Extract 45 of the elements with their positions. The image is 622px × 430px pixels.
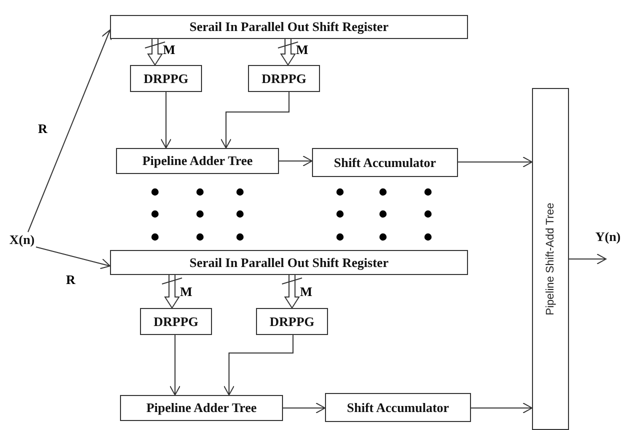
process-box [116,148,279,174]
arrow [224,334,294,396]
block-label: DRPPG [262,70,306,86]
process-box [120,395,283,421]
arrow [568,254,606,264]
signal-label: Y(n) [595,229,621,245]
bus-arrow [280,38,296,66]
process-box [256,308,328,335]
edge-label: M [296,43,308,57]
process-box [248,65,320,92]
arrow [470,402,532,414]
process-box [140,308,212,335]
edge-label: M [180,285,192,299]
edge-label: M [163,43,176,57]
arrow [458,156,532,168]
edge-label: R [66,273,76,287]
arrow [278,156,312,166]
block-label: DRPPG [144,70,188,86]
process-box [312,148,458,177]
arrow [282,402,326,414]
block-label: DRPPG [270,314,314,330]
block-label: Shift Accumulator [346,400,450,416]
bus-arrow [164,274,180,309]
arrow [170,334,180,396]
block-label: Shift Accumulator [334,154,436,170]
arrow [160,92,172,148]
bus-arrow [147,38,163,66]
block-label: Serail In Parallel Out Shift Register [190,254,388,270]
arrow [36,246,110,270]
block-label: DRPPG [154,314,198,330]
process-box [110,15,468,39]
block-label: Serail In Parallel Out Shift Register [190,19,388,35]
block-label: Pipeline Adder Tree [146,400,257,416]
block-label: Pipeline Adder Tree [142,153,253,169]
block-label: Pipeline Shift-Add Tree [544,202,556,316]
processing-block [532,88,569,430]
process-box [110,250,468,275]
edge-label: M [300,285,312,299]
signal-label: X(n) [9,232,35,248]
bus-arrow [284,274,300,309]
process-box [325,393,471,422]
arrow [28,30,112,232]
edge-label: R [38,122,48,136]
process-box [130,65,202,92]
arrow [220,92,290,148]
